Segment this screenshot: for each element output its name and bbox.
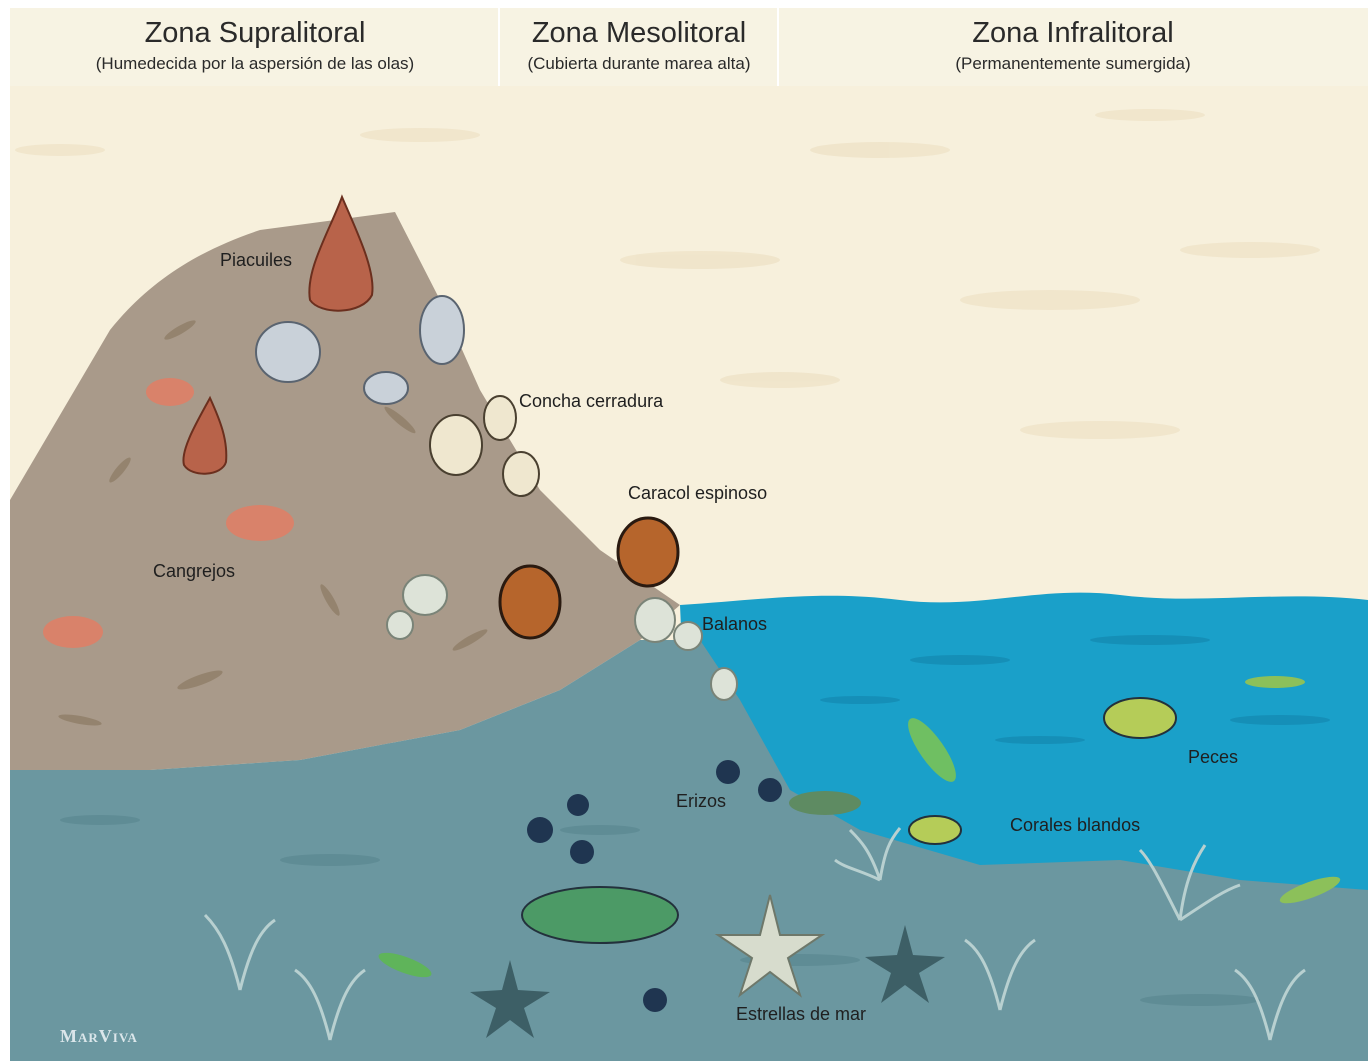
label-peces: Peces xyxy=(1188,747,1238,768)
label-caracol-espinoso: Caracol espinoso xyxy=(628,483,767,504)
label-balanos: Balanos xyxy=(702,614,767,635)
label-erizos: Erizos xyxy=(676,791,726,812)
label-estrellas-de-mar: Estrellas de mar xyxy=(736,1004,866,1025)
label-concha-cerradura: Concha cerradura xyxy=(519,391,663,412)
marviva-logo: MarViva xyxy=(60,1026,138,1047)
label-piacuiles: Piacuiles xyxy=(220,250,292,271)
label-corales-blandos: Corales blandos xyxy=(1010,815,1140,836)
label-cangrejos: Cangrejos xyxy=(153,561,235,582)
